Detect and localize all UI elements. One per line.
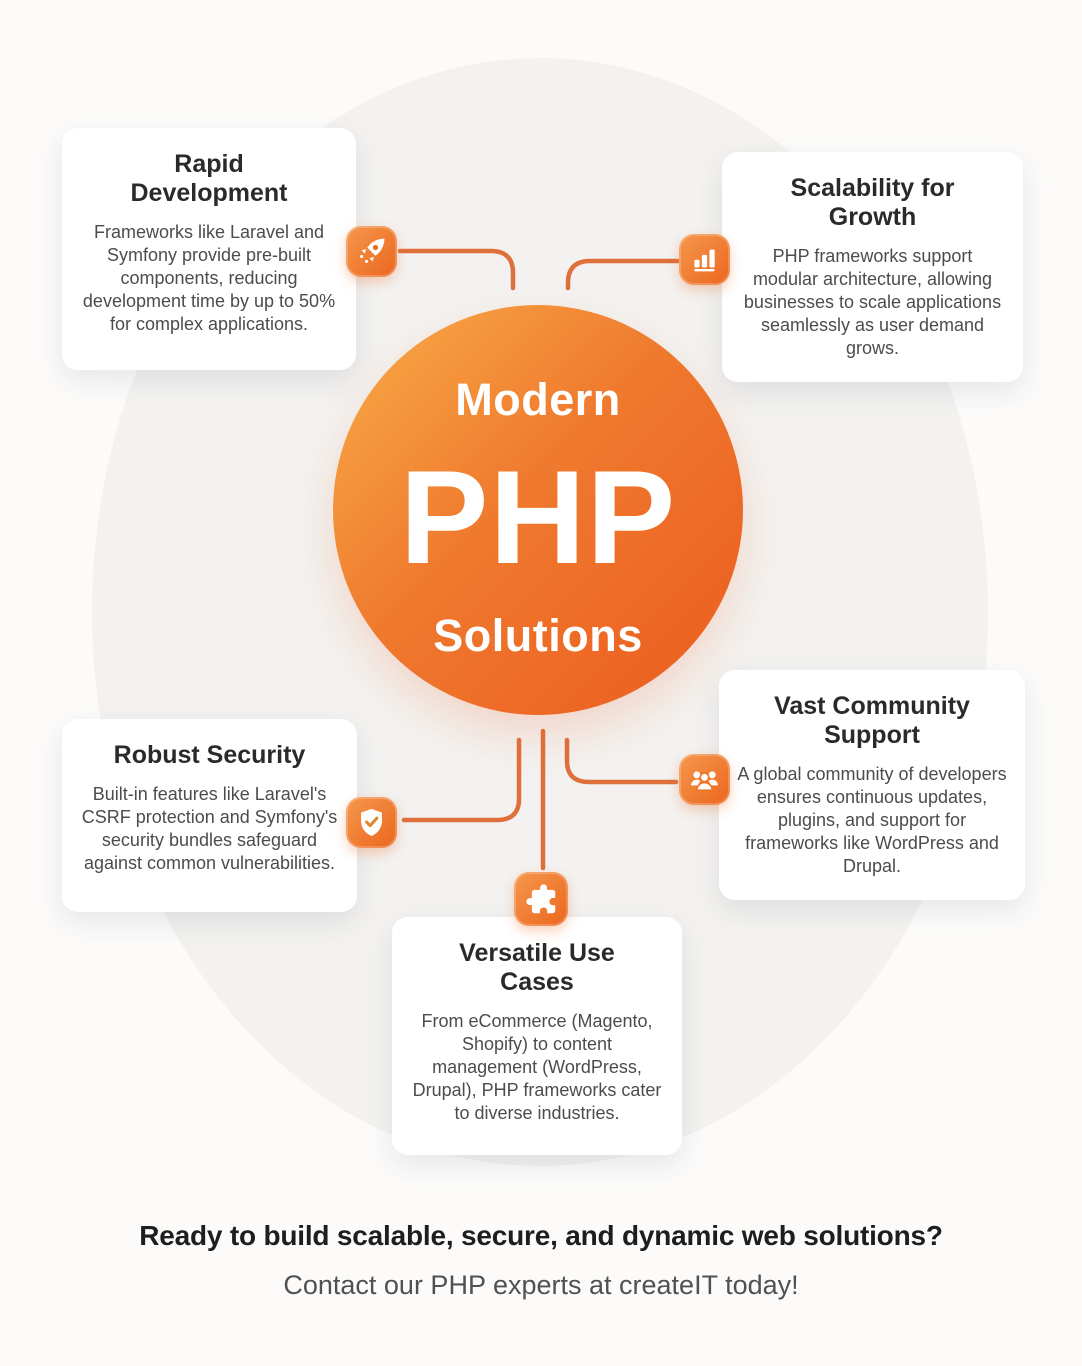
card-vast-community-support: Vast Community Support A global communit… [719,670,1025,900]
card-scalability-for-growth: Scalability for Growth PHP frameworks su… [722,152,1023,382]
bar-chart-icon [679,234,730,285]
central-title-line1: Modern [455,374,621,425]
central-title-line3: Solutions [433,610,643,661]
central-circle: Modern PHP Solutions [333,305,743,715]
footer-heading: Ready to build scalable, secure, and dyn… [139,1220,943,1251]
card-body: PHP frameworks support modular architect… [743,245,1002,358]
card-title: Versatile Use Cases [459,939,615,996]
card-title: Robust Security [113,741,306,769]
card-rapid-development: Rapid Development Frameworks like Larave… [62,128,356,370]
card-title: Vast Community Support [774,692,970,749]
card-title: Rapid Development [130,150,288,207]
card-body: Frameworks like Laravel and Symfony prov… [82,221,336,334]
footer-subheading: Contact our PHP experts at createIT toda… [283,1270,799,1300]
rocket-icon [346,226,397,277]
people-icon [679,754,730,805]
shield-check-icon [346,797,397,848]
puzzle-icon [514,872,568,926]
card-body: A global community of developers ensures… [737,763,1007,876]
card-robust-security: Robust Security Built-in features like L… [62,719,357,912]
card-body: From eCommerce (Magento, Shopify) to con… [412,1010,662,1123]
card-versatile-use-cases: Versatile Use Cases From eCommerce (Mage… [392,917,682,1155]
card-title: Scalability for Growth [790,174,955,231]
card-body: Built-in features like Laravel's CSRF pr… [81,783,338,873]
central-title-line2: PHP [399,444,677,592]
